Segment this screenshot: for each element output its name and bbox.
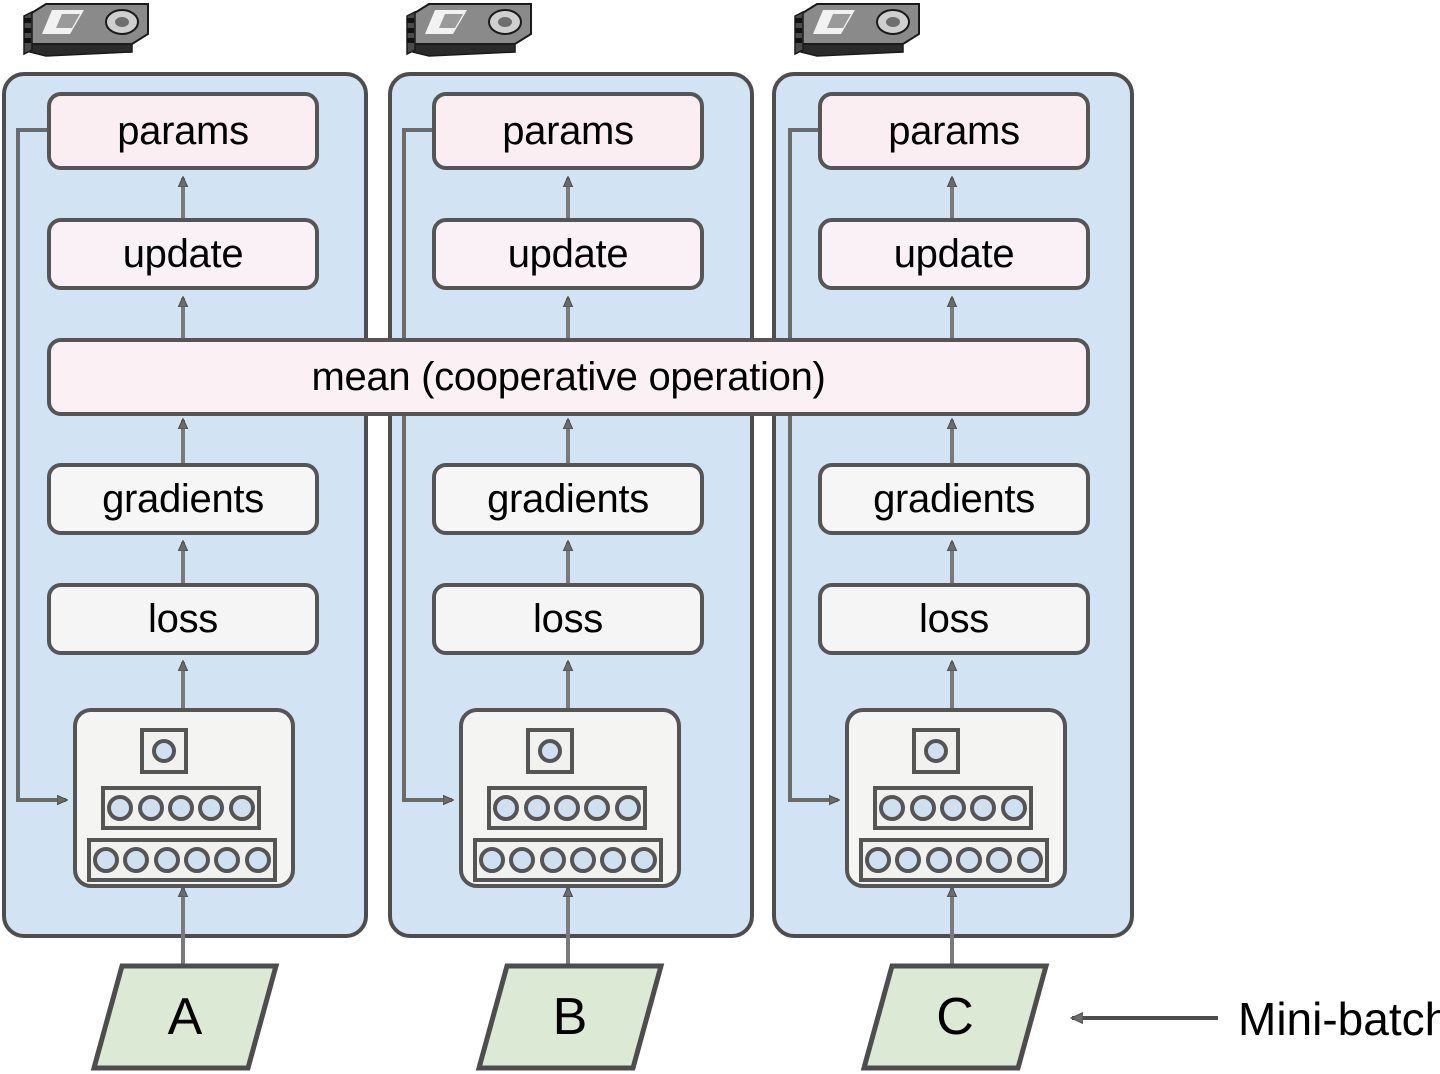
neuron: [925, 847, 952, 873]
hidden-layer-2: [487, 786, 647, 830]
neuron: [198, 795, 225, 821]
output-layer-2: [526, 728, 574, 774]
neuron: [493, 795, 520, 821]
neuron: [939, 795, 966, 821]
gradients-box-3[interactable]: gradients: [818, 463, 1090, 535]
gradients-box-1[interactable]: gradients: [47, 463, 319, 535]
gradients-label: gradients: [487, 476, 649, 521]
neuron: [137, 795, 164, 821]
neuron: [956, 847, 983, 873]
neuron: [584, 795, 611, 821]
neuron: [909, 795, 936, 821]
hidden-layer-3: [873, 786, 1033, 830]
gradients-label: gradients: [873, 476, 1035, 521]
neural-network-3[interactable]: [845, 708, 1067, 888]
mean-cooperative-operation-box[interactable]: mean (cooperative operation): [47, 338, 1090, 416]
neuron: [228, 795, 255, 821]
neuron: [152, 739, 176, 763]
neuron: [865, 847, 892, 873]
neural-network-2[interactable]: [459, 708, 681, 888]
minibatches-caption: Mini-batches: [1238, 993, 1440, 1045]
loss-label: loss: [148, 596, 218, 641]
gpu-icon: [22, 0, 162, 62]
neuron: [879, 795, 906, 821]
neuron: [614, 795, 641, 821]
gpu-icon: [793, 0, 933, 62]
neuron: [570, 847, 597, 873]
gradients-label: gradients: [102, 476, 264, 521]
update-box-3[interactable]: update: [818, 218, 1090, 290]
neuron: [244, 847, 271, 873]
neuron: [184, 847, 211, 873]
neural-network-1[interactable]: [73, 708, 295, 888]
minibatch-b-label: B: [552, 988, 588, 1046]
params-label: params: [502, 108, 634, 153]
update-box-2[interactable]: update: [432, 218, 704, 290]
neuron: [509, 847, 536, 873]
neuron: [539, 847, 566, 873]
neuron: [1016, 847, 1043, 873]
neuron: [553, 795, 580, 821]
input-layer-2: [473, 838, 663, 882]
update-label: update: [893, 231, 1015, 276]
update-box-1[interactable]: update: [47, 218, 319, 290]
minibatch-a-label: A: [167, 988, 203, 1046]
neuron: [214, 847, 241, 873]
minibatch-b[interactable]: B: [475, 962, 665, 1072]
neuron: [538, 739, 562, 763]
neuron: [1000, 795, 1027, 821]
neuron: [123, 847, 150, 873]
loss-label: loss: [919, 596, 989, 641]
params-label: params: [117, 108, 249, 153]
params-box-2[interactable]: params: [432, 92, 704, 170]
neuron: [970, 795, 997, 821]
neuron: [93, 847, 120, 873]
update-label: update: [507, 231, 629, 276]
neuron: [895, 847, 922, 873]
params-label: params: [888, 108, 1020, 153]
gradients-box-2[interactable]: gradients: [432, 463, 704, 535]
minibatch-c-label: C: [936, 988, 974, 1046]
loss-label: loss: [533, 596, 603, 641]
loss-box-1[interactable]: loss: [47, 583, 319, 655]
neuron: [986, 847, 1013, 873]
loss-box-3[interactable]: loss: [818, 583, 1090, 655]
input-layer-1: [87, 838, 277, 882]
minibatch-c[interactable]: C: [860, 962, 1050, 1072]
neuron: [167, 795, 194, 821]
gpu-icon: [405, 0, 545, 62]
neuron: [630, 847, 657, 873]
neuron: [523, 795, 550, 821]
mean-label: mean (cooperative operation): [311, 354, 826, 399]
params-box-3[interactable]: params: [818, 92, 1090, 170]
input-layer-3: [859, 838, 1049, 882]
neuron: [107, 795, 134, 821]
neuron: [600, 847, 627, 873]
minibatch-a[interactable]: A: [90, 962, 280, 1072]
neuron: [479, 847, 506, 873]
params-box-1[interactable]: params: [47, 92, 319, 170]
hidden-layer-1: [101, 786, 261, 830]
neuron: [153, 847, 180, 873]
update-label: update: [122, 231, 244, 276]
output-layer-3: [912, 728, 960, 774]
neuron: [924, 739, 948, 763]
loss-box-2[interactable]: loss: [432, 583, 704, 655]
output-layer-1: [140, 728, 188, 774]
